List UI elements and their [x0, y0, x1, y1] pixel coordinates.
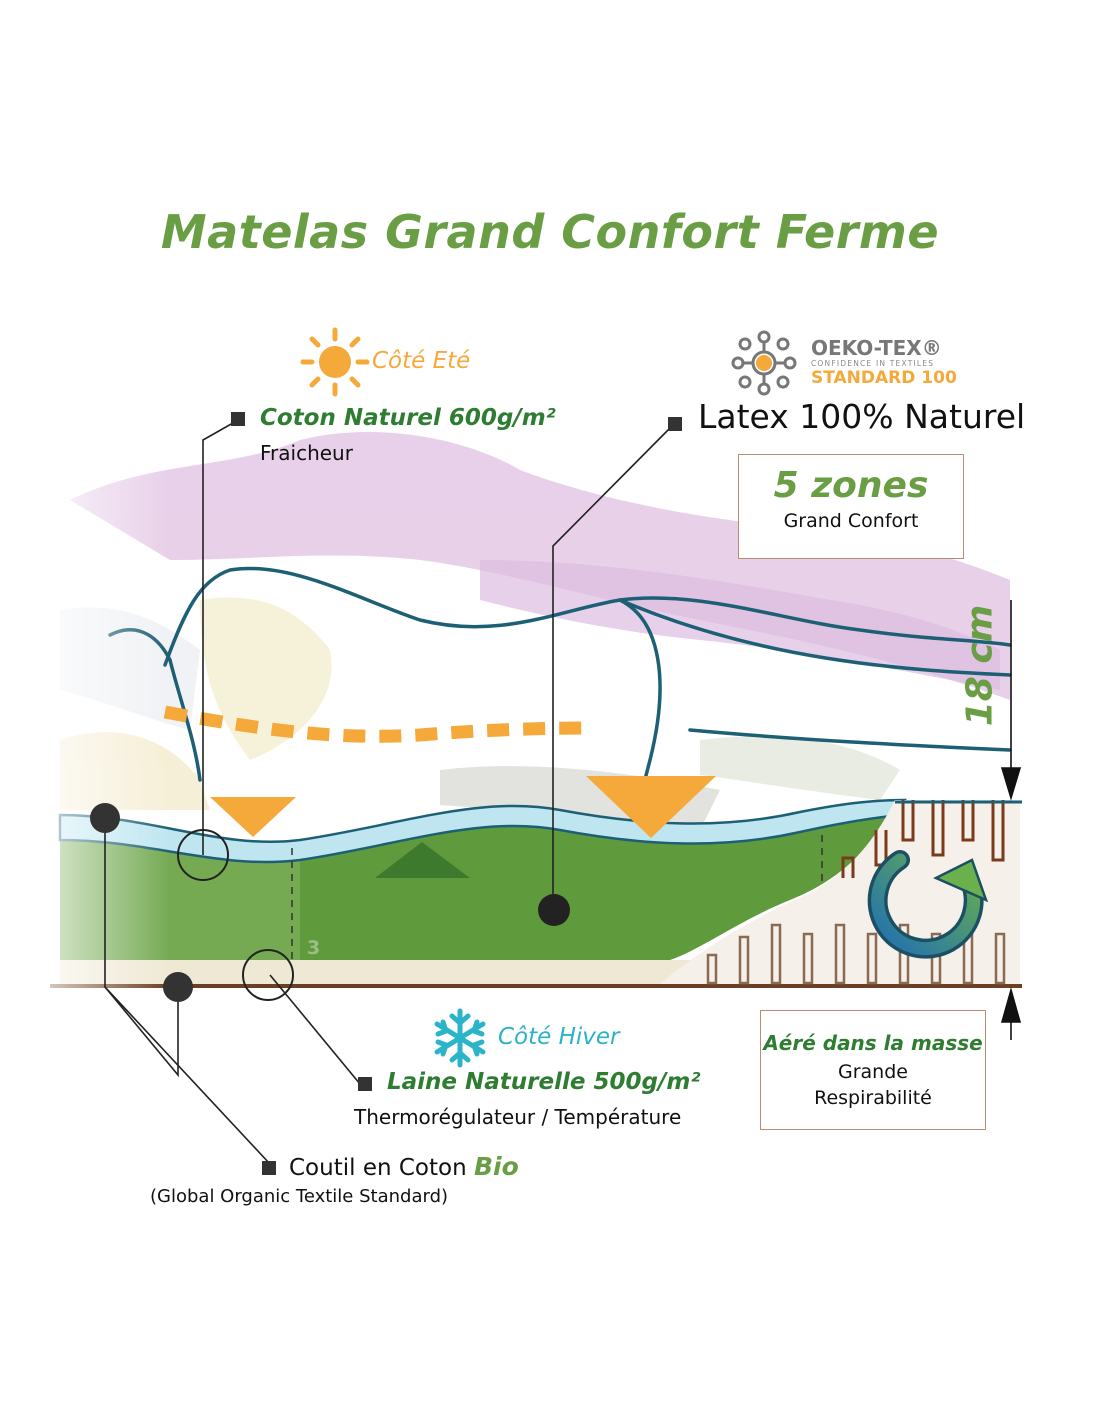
height-label: 18 cm — [959, 604, 1001, 727]
cotton-marker — [231, 412, 245, 426]
latex-callout-dot — [538, 894, 570, 926]
ticking-title: Coutil en Coton Bio — [289, 1152, 519, 1181]
cutaway-section — [660, 800, 1020, 984]
leader-lines — [104, 418, 675, 1165]
latex-marker — [668, 417, 682, 431]
zone-number: 3 — [307, 937, 321, 959]
oeko-tex-standard: STANDARD 100 — [811, 368, 957, 388]
snowflake-icon — [434, 1008, 486, 1068]
ticking-prefix: Coutil en Coton — [289, 1155, 467, 1181]
ticking-marker — [262, 1161, 276, 1175]
aired-box: Aéré dans la masse Grande Respirabilité — [760, 1010, 986, 1130]
oeko-tex-name: OEKO-TEX® — [811, 336, 942, 360]
body-outline — [108, 566, 1012, 847]
pressure-arrow-right — [586, 776, 716, 838]
ticking-callout-dot-bottom — [163, 972, 193, 1002]
page-title: Matelas Grand Confort Ferme — [160, 205, 940, 259]
pressure-arrow-left — [210, 797, 296, 837]
height-dimension — [1000, 600, 1022, 1040]
cotton-callout-ring — [177, 829, 229, 881]
ticking-callout-dot-top — [90, 803, 120, 833]
aired-line2: Respirabilité — [814, 1087, 932, 1109]
wool-marker — [358, 1077, 372, 1091]
winter-side-label: Côté Hiver — [498, 1024, 620, 1050]
aired-title: Aéré dans la masse — [763, 1031, 983, 1055]
cotton-subtitle: Fraicheur — [260, 441, 353, 465]
zone-marker — [375, 842, 470, 878]
wool-title: Laine Naturelle 500g/m² — [387, 1069, 701, 1095]
zones-box: 5 zones Grand Confort — [738, 454, 964, 559]
wool-callout-ring — [242, 949, 294, 1001]
ticking-subtitle: (Global Organic Textile Standard) — [150, 1186, 449, 1207]
ticking-accent: Bio — [473, 1152, 519, 1181]
wool-subtitle: Thermorégulateur / Température — [354, 1105, 682, 1129]
cotton-title: Coton Naturel 600g/m² — [260, 405, 556, 431]
sun-icon — [300, 327, 370, 397]
zones-subtitle: Grand Confort — [783, 510, 919, 532]
summer-side-label: Côté Eté — [372, 348, 471, 374]
latex-title: Latex 100% Naturel — [698, 397, 1026, 436]
oeko-tex-tagline: CONFIDENCE IN TEXTILES — [811, 359, 935, 368]
aired-line1: Grande — [838, 1061, 908, 1083]
summer-dash-line — [163, 705, 591, 743]
oeko-tex-logo — [731, 330, 797, 396]
zones-title: 5 zones — [773, 465, 929, 506]
rotate-arrow-icon — [867, 850, 989, 959]
